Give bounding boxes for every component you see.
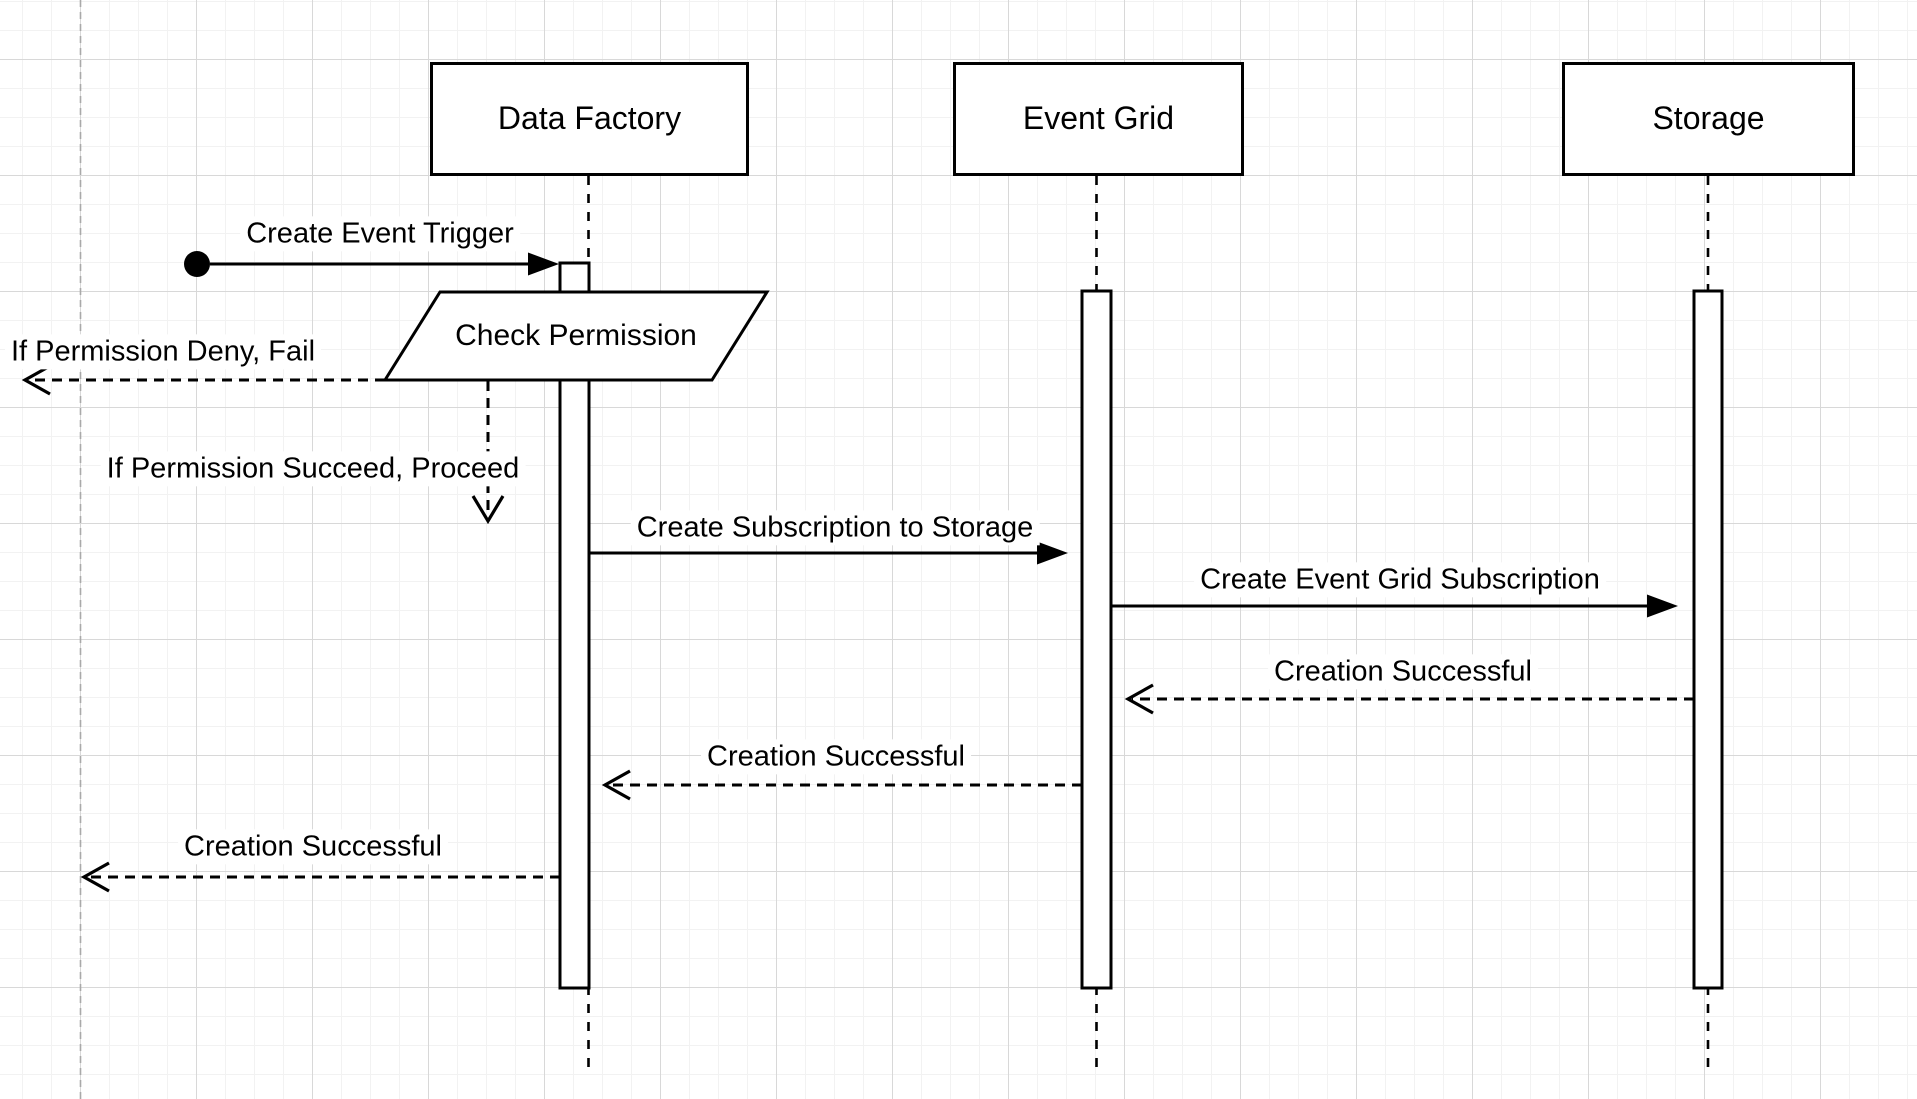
actor-label: Data Factory [497,100,682,137]
message-creation-successful-event-grid[interactable] [601,769,1082,801]
filled-arrowhead [1647,594,1678,618]
actor-data-factory[interactable]: Data Factory [430,62,749,176]
message-create-event-grid-subscription[interactable] [1111,594,1678,618]
message-create-event-trigger[interactable] [184,251,559,277]
activation-bar-event-grid[interactable] [1080,289,1113,990]
message-create-subscription-to-storage[interactable] [590,541,1068,565]
message-creation-successful-final[interactable] [80,861,560,893]
actor-label: Event Grid [1022,100,1175,137]
actor-event-grid[interactable]: Event Grid [953,62,1244,176]
label-create-event-grid-subscription[interactable]: Create Event Grid Subscription [1194,562,1606,598]
check-permission-shape[interactable] [382,290,770,382]
parallelogram [382,290,770,382]
label-creation-successful-event-grid[interactable]: Creation Successful [701,739,971,775]
found-message-circle [184,251,210,277]
open-arrowhead [601,769,631,801]
label-check-permission[interactable]: Check Permission [455,318,697,352]
message-permission-deny[interactable] [21,364,385,396]
message-permission-succeed[interactable] [471,381,505,525]
filled-arrowhead [1037,541,1068,565]
activation-bar-storage[interactable] [1692,289,1724,990]
message-creation-successful-storage[interactable] [1124,683,1694,715]
actor-storage[interactable]: Storage [1562,62,1855,176]
open-arrowhead [80,861,110,893]
label-permission-deny[interactable]: If Permission Deny, Fail [4,334,322,370]
filled-arrowhead [528,252,559,276]
label-create-event-trigger[interactable]: Create Event Trigger [240,216,520,252]
label-creation-successful-storage[interactable]: Creation Successful [1268,654,1538,690]
actor-label: Storage [1652,100,1765,137]
label-permission-succeed[interactable]: If Permission Succeed, Proceed [100,451,526,487]
open-arrowhead [471,495,505,525]
activation-bar-data-factory[interactable] [558,261,591,990]
label-create-subscription-to-storage[interactable]: Create Subscription to Storage [630,510,1040,546]
open-arrowhead [21,364,51,396]
open-arrowhead [1124,683,1154,715]
label-creation-successful-final[interactable]: Creation Successful [178,829,448,865]
